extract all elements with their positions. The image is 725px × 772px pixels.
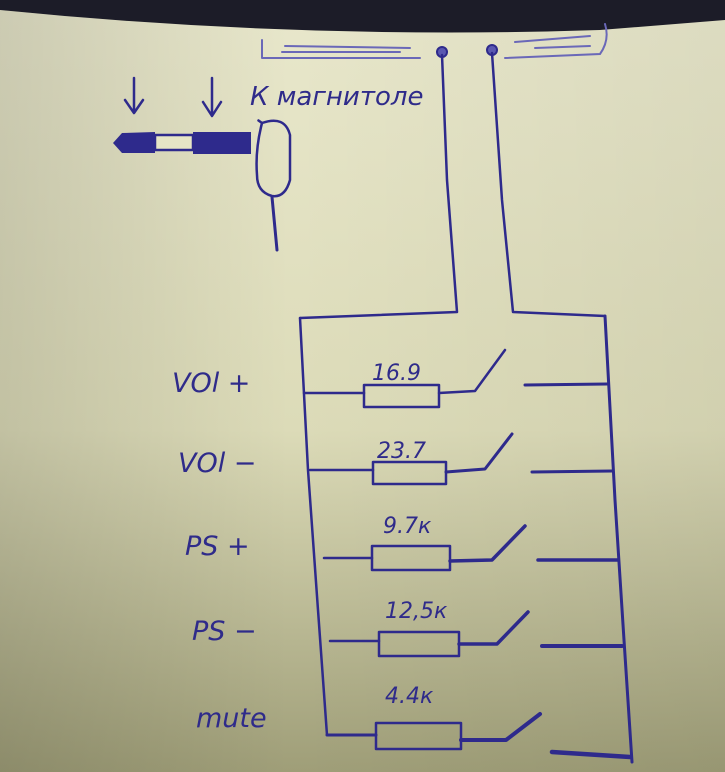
- terminal-pin-icon: [486, 44, 607, 318]
- switch-contact: [523, 382, 609, 387]
- resistor-value: 9.7к: [383, 514, 432, 539]
- branch-ps-minus: [328, 610, 624, 658]
- switch-icon: [444, 432, 514, 474]
- switch-contact: [549, 749, 633, 760]
- switch-icon: [459, 712, 542, 742]
- resistor-value: 16.9: [372, 361, 421, 386]
- faded-top-sketch: [261, 23, 608, 59]
- resistor-value: 23.7: [377, 439, 426, 464]
- branch-ps-plus: [322, 524, 620, 572]
- jack-plug-icon: [113, 119, 292, 252]
- resistor-value: 4.4к: [385, 684, 434, 709]
- resistor-icon: [370, 544, 452, 572]
- branch-label: PS +: [185, 531, 250, 562]
- branch-mute: [325, 712, 633, 760]
- resistor-value: 12,5к: [385, 599, 448, 624]
- branch-vol-minus: [308, 432, 614, 486]
- switch-icon: [457, 610, 530, 646]
- resistor-icon: [374, 721, 463, 751]
- branch-label: VOl −: [178, 448, 256, 479]
- arrow-down-icon: [123, 76, 145, 115]
- switch-icon: [448, 524, 527, 563]
- branch-label: PS −: [192, 616, 257, 647]
- switch-icon: [437, 348, 507, 395]
- branch-label: VOl +: [172, 368, 250, 399]
- resistor-icon: [362, 383, 441, 409]
- terminal-pin-icon: [298, 46, 459, 320]
- arrow-down-icon: [201, 76, 223, 118]
- switch-contact: [530, 469, 614, 474]
- branch-label: mute: [196, 703, 267, 734]
- right-bus-wire: [603, 314, 634, 764]
- connector-label: К магнитоле: [250, 82, 424, 112]
- branch-vol-plus: [302, 348, 609, 409]
